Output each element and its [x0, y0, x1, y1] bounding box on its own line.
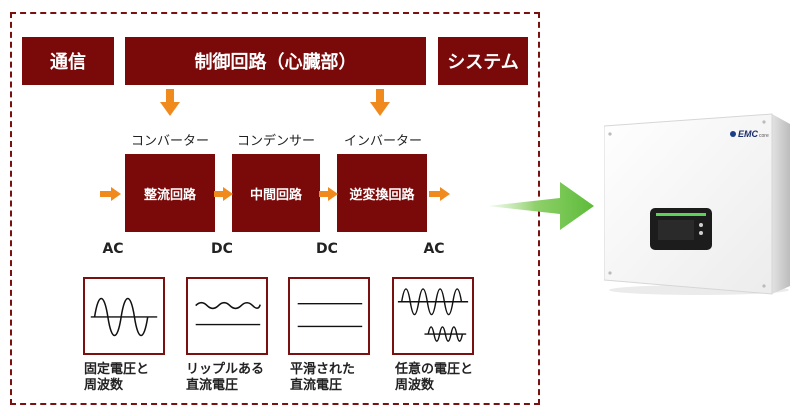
ripple-dc-waveform-box — [186, 277, 268, 355]
dc-label-1: DC — [211, 241, 233, 257]
ac-sine-waveform-box — [83, 277, 165, 355]
right-arrow-icon — [319, 187, 338, 201]
right-arrow-icon — [214, 187, 233, 201]
variable-ac-waveform-box — [392, 277, 474, 355]
system-box: システム — [438, 37, 528, 85]
flat-dc-icon — [297, 302, 363, 328]
ac-input-label: AC — [102, 241, 124, 257]
ripple-wave-icon — [195, 301, 261, 326]
brand-logo-text: EMC — [738, 129, 759, 139]
dc-label-2: DC — [316, 241, 338, 257]
smoothed-dc-waveform-box — [288, 277, 370, 355]
right-arrow-icon — [100, 187, 121, 201]
inverter-product-image: EMC core — [603, 110, 794, 296]
green-arrow-icon — [488, 182, 594, 230]
brand-suffix-text: core — [759, 133, 769, 139]
inverter-label: インバーター — [343, 134, 423, 149]
variable-sine-icon — [397, 288, 469, 342]
communication-box: 通信 — [22, 37, 114, 85]
caption-variable-voltage: 任意の電圧と 周波数 — [395, 362, 474, 393]
caption-ripple-dc: リップルある 直流電圧 — [186, 362, 265, 393]
right-arrow-icon — [429, 187, 450, 201]
down-arrow-icon — [160, 89, 180, 116]
inverse-conversion-circuit-box: 逆変換回路 — [337, 154, 427, 232]
down-arrow-icon — [370, 89, 390, 116]
rectifier-circuit-box: 整流回路 — [125, 154, 215, 232]
converter-label: コンバーター — [130, 134, 210, 149]
ac-output-label: AC — [423, 241, 445, 257]
control-circuit-box: 制御回路（心臓部） — [125, 37, 426, 85]
capacitor-label: コンデンサー — [236, 134, 316, 149]
caption-smoothed-dc: 平滑された 直流電圧 — [290, 362, 356, 393]
caption-fixed-voltage: 固定電圧と 周波数 — [84, 362, 150, 393]
sine-wave-icon — [90, 297, 158, 337]
intermediate-circuit-box: 中間回路 — [232, 154, 320, 232]
